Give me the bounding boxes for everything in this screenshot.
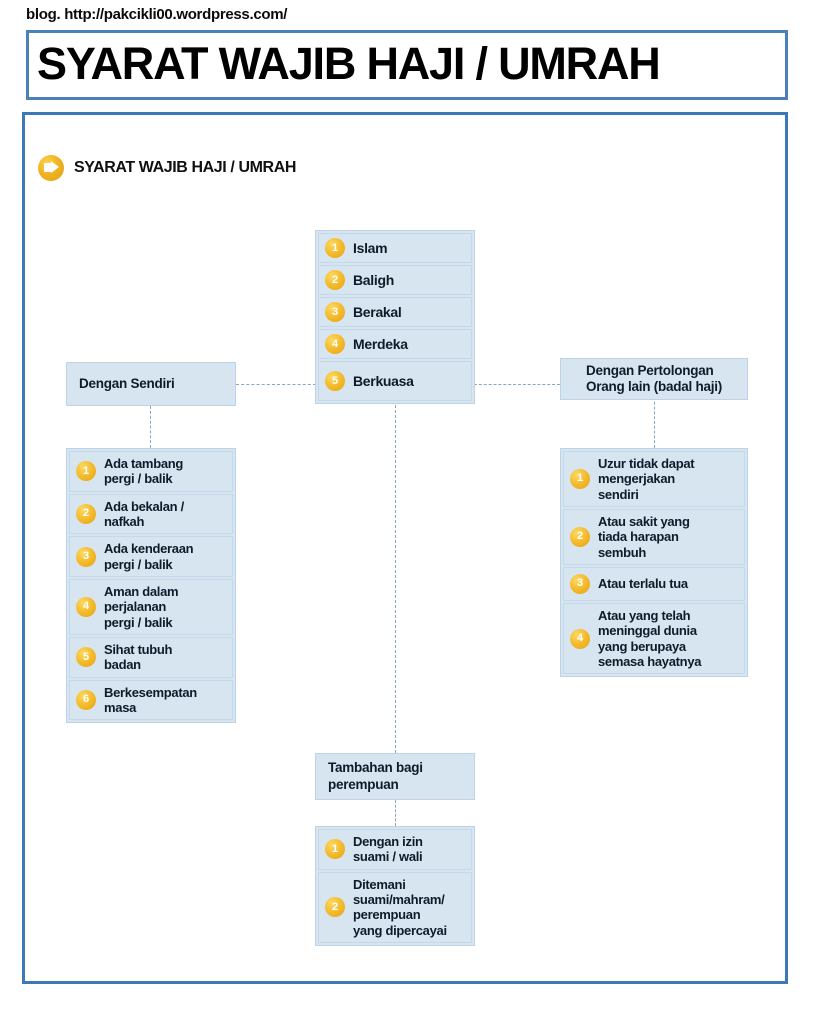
list-item[interactable]: 3 Berakal (318, 297, 472, 327)
list-item-label: Uzur tidak dapat mengerjakan sendiri (598, 456, 695, 502)
list-item-label: Ada kenderaan pergi / balik (104, 541, 194, 572)
blog-url-text: blog. http://pakcikli00.wordpress.com/ (26, 6, 288, 23)
list-item-label: Ada tambang pergi / balik (104, 456, 184, 487)
list-item[interactable]: 4 Merdeka (318, 329, 472, 359)
number-badge: 3 (76, 546, 96, 567)
list-item[interactable]: 1 Islam (318, 233, 472, 263)
list-item-label: Berkesempatan masa (104, 684, 197, 715)
arrow-right-icon (38, 155, 64, 181)
list-item[interactable]: 1 Uzur tidak dapat mengerjakan sendiri (563, 451, 745, 507)
number-badge: 5 (76, 647, 96, 668)
list-item-label: Merdeka (353, 335, 408, 352)
left-branch-stack: 1 Ada tambang pergi / balik 2 Ada bekala… (66, 448, 236, 724)
list-item[interactable]: 2 Ditemani suami/mahram/ perempuan yang … (318, 871, 472, 943)
number-badge: 1 (76, 461, 96, 482)
connector-center-to-right (474, 384, 560, 385)
list-item-label: Ada bekalan / nafkah (104, 498, 184, 529)
list-item-label: Dengan izin suami / wali (353, 834, 423, 865)
list-item[interactable]: 2 Atau sakit yang tiada harapan sembuh (563, 508, 745, 565)
number-badge: 2 (325, 897, 345, 918)
right-branch-title-box[interactable]: Dengan Pertolongan Orang lain (badal haj… (560, 358, 748, 400)
list-item[interactable]: 4 Aman dalam perjalanan pergi / balik (69, 578, 233, 635)
list-item[interactable]: 1 Ada tambang pergi / balik (69, 451, 233, 492)
number-badge: 4 (76, 596, 96, 617)
list-item[interactable]: 6 Berkesempatan masa (69, 679, 233, 721)
bottom-branch-stack: 1 Dengan izin suami / wali 2 Ditemani su… (315, 826, 475, 946)
list-item[interactable]: 1 Dengan izin suami / wali (318, 829, 472, 870)
center-conditions-stack: 1 Islam 2 Baligh 3 Berakal 4 Merdeka 5 B… (315, 230, 475, 404)
number-badge: 4 (325, 334, 345, 354)
number-badge: 3 (570, 573, 590, 594)
number-badge: 1 (570, 468, 590, 489)
connector-bottom-branch-down (395, 800, 396, 826)
list-item[interactable]: 3 Atau terlalu tua (563, 566, 745, 601)
number-badge: 1 (325, 839, 345, 860)
list-item-label: Atau yang telah meninggal dunia yang ber… (598, 607, 702, 669)
list-item[interactable]: 2 Ada bekalan / nafkah (69, 493, 233, 535)
list-item-label: Berkuasa (353, 372, 414, 389)
list-item[interactable]: 3 Ada kenderaan pergi / balik (69, 536, 233, 577)
number-badge: 5 (325, 371, 345, 391)
left-branch-title-box[interactable]: Dengan Sendiri (66, 362, 236, 406)
number-badge: 3 (325, 302, 345, 322)
list-item-label: Atau terlalu tua (598, 576, 688, 592)
connector-right-branch-down (654, 397, 655, 448)
list-item[interactable]: 4 Atau yang telah meninggal dunia yang b… (563, 602, 745, 675)
number-badge: 2 (76, 503, 96, 524)
bottom-branch-title-label: Tambahan bagi perempuan (328, 760, 423, 792)
section-heading-label: SYARAT WAJIB HAJI / UMRAH (74, 159, 297, 176)
list-item[interactable]: 5 Berkuasa (318, 361, 472, 401)
title-banner: SYARAT WAJIB HAJI / UMRAH (26, 30, 788, 100)
connector-left-to-center (236, 384, 316, 385)
list-item-label: Ditemani suami/mahram/ perempuan yang di… (353, 876, 447, 938)
page-title: SYARAT WAJIB HAJI / UMRAH (37, 37, 661, 89)
list-item-label: Atau sakit yang tiada harapan sembuh (598, 513, 690, 560)
right-branch-title-label: Dengan Pertolongan Orang lain (badal haj… (585, 362, 723, 394)
connector-left-branch-down (150, 406, 151, 448)
number-badge: 4 (570, 628, 590, 649)
list-item-label: Sihat tubuh badan (104, 641, 173, 673)
number-badge: 1 (325, 238, 345, 258)
connector-center-to-bottom (395, 405, 396, 753)
list-item-label: Baligh (353, 271, 394, 288)
number-badge: 2 (570, 526, 590, 547)
number-badge: 2 (325, 270, 345, 290)
left-branch-title-label: Dengan Sendiri (79, 375, 175, 391)
list-item[interactable]: 5 Sihat tubuh badan (69, 636, 233, 678)
number-badge: 6 (76, 689, 96, 710)
list-item-label: Berakal (353, 303, 402, 320)
list-item-label: Aman dalam perjalanan pergi / balik (104, 583, 179, 630)
right-branch-stack: 1 Uzur tidak dapat mengerjakan sendiri 2… (560, 448, 748, 678)
list-item-label: Islam (353, 239, 388, 256)
list-item[interactable]: 2 Baligh (318, 265, 472, 295)
bottom-branch-title-box[interactable]: Tambahan bagi perempuan (315, 753, 475, 800)
section-heading: SYARAT WAJIB HAJI / UMRAH (38, 155, 296, 181)
